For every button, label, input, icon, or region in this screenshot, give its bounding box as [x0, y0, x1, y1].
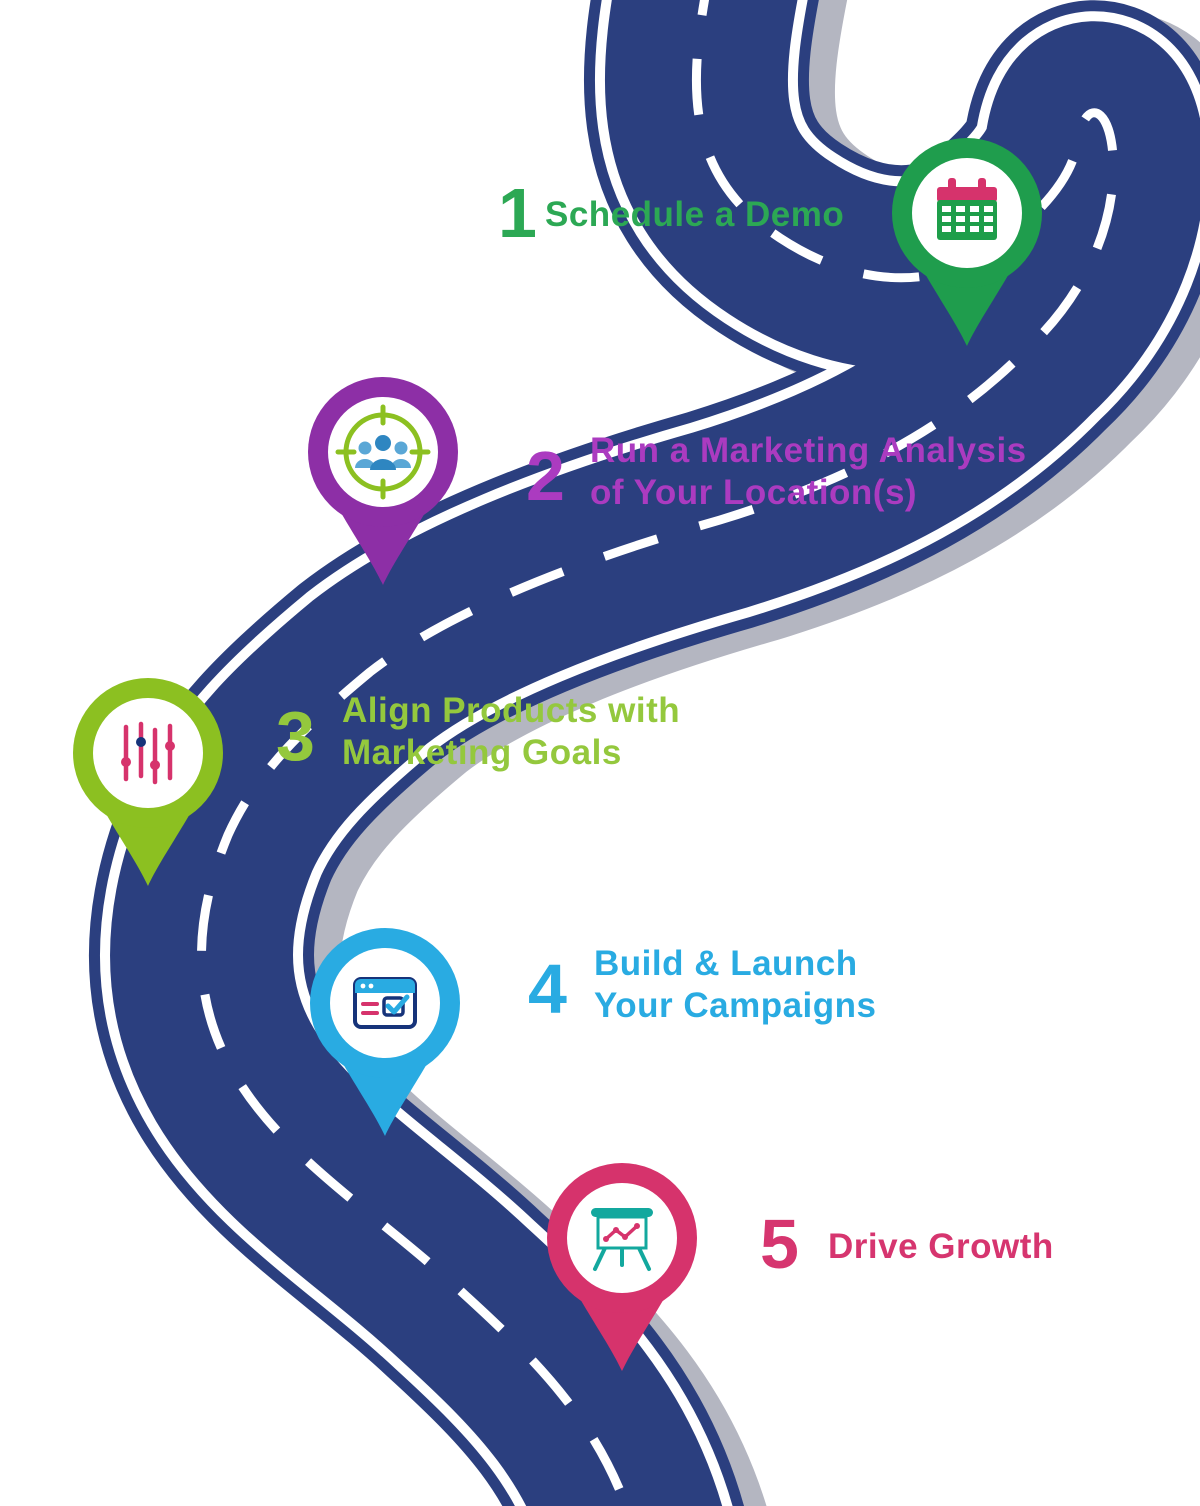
step-1-label: 1 Schedule a Demo	[498, 174, 844, 252]
step-4-title-line-1: Build & Launch	[594, 944, 858, 983]
browser-checklist-icon	[353, 977, 417, 1029]
step-4-number: 4	[528, 950, 567, 1028]
step-5-title-line-1: Drive Growth	[828, 1227, 1054, 1266]
pin-step-5	[547, 1163, 697, 1371]
step-1-title-line-1: Schedule a Demo	[545, 195, 844, 234]
pin-tail	[921, 267, 1013, 346]
audience-figures	[355, 435, 411, 470]
calendar-grid	[942, 206, 993, 232]
calendar-icon	[937, 178, 997, 240]
step-3-label: 3 Align Products with Marketing Goals	[276, 691, 680, 775]
growth-chart-icon	[591, 1208, 653, 1271]
step-2-title-line-1: Run a Marketing Analysis	[590, 431, 1027, 470]
step-1-number: 1	[498, 174, 537, 252]
pin-tail	[102, 807, 194, 886]
pin-step-4	[310, 928, 460, 1136]
audience-target-icon	[335, 404, 431, 500]
sliders-icon	[121, 721, 175, 785]
step-4-title-line-2: Your Campaigns	[594, 986, 877, 1025]
pin-tail	[339, 1057, 431, 1136]
pin-step-3	[73, 678, 223, 886]
pin-step-2	[308, 377, 458, 585]
step-5-label: 5 Drive Growth	[760, 1205, 1054, 1283]
step-2-number: 2	[526, 437, 565, 515]
step-5-number: 5	[760, 1205, 799, 1283]
step-2-title-line-2: of Your Location(s)	[590, 473, 917, 512]
pin-inner-disc	[93, 698, 203, 808]
step-3-number: 3	[276, 697, 315, 775]
step-3-title-line-2: Marketing Goals	[342, 733, 622, 772]
pin-step-1	[892, 138, 1042, 346]
step-4-label: 4 Build & Launch Your Campaigns	[528, 944, 877, 1028]
step-2-label: 2 Run a Marketing Analysis of Your Locat…	[526, 431, 1027, 515]
pin-tail	[576, 1292, 668, 1371]
pin-tail	[337, 506, 429, 585]
step-3-title-line-1: Align Products with	[342, 691, 680, 730]
